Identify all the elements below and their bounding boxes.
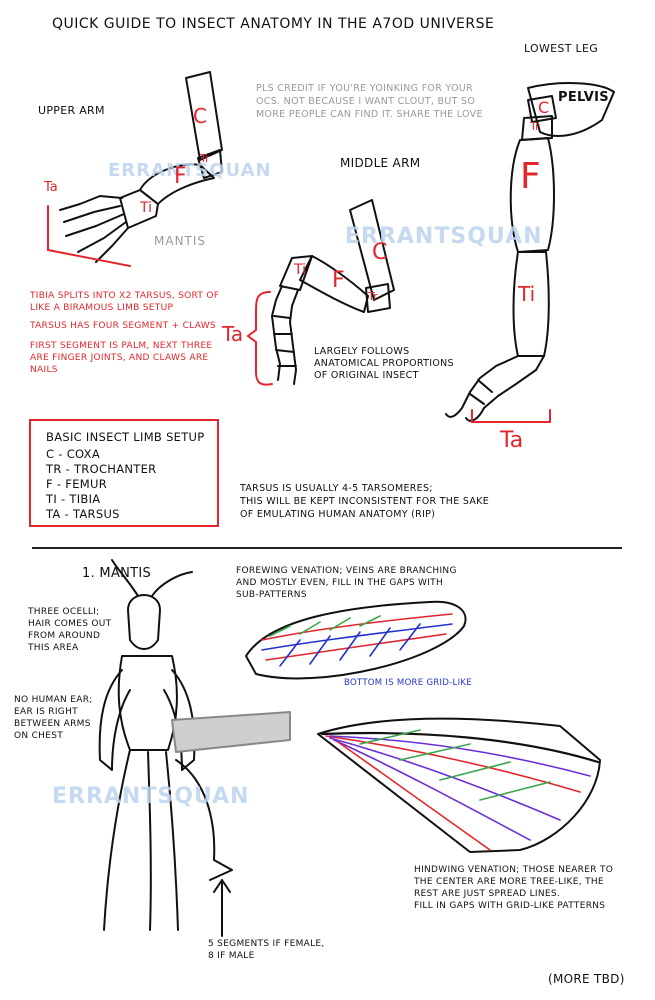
pelvis-label: PELVIS — [558, 90, 609, 105]
upper-arm-trochanter — [197, 149, 223, 179]
upper-arm-tibia — [119, 189, 159, 229]
lowest-leg-tarsus — [445, 355, 545, 422]
watermark-3: ERRANTSQUAN — [52, 784, 250, 809]
upper-arm-ti-label: Ti — [140, 200, 153, 216]
mantis-head — [127, 594, 161, 650]
note-forewing: FOREWING VENATION; VEINS ARE BRANCHING A… — [236, 566, 457, 600]
watermark-2: ERRANTSQUAN — [345, 224, 543, 249]
note-tarsus-segments: TARSUS HAS FOUR SEGMENT + CLAWS — [30, 321, 216, 331]
note-bottom-grid: BOTTOM IS MORE GRID-LIKE — [344, 678, 472, 688]
segments-arrow — [213, 879, 231, 937]
mantis-legs — [103, 749, 179, 931]
upper-arm-f-label: F — [174, 164, 187, 189]
middle-arm-coxa — [349, 199, 395, 301]
middle-arm-c-label: C — [372, 240, 388, 265]
lowest-leg-f-label: F — [520, 156, 541, 197]
limb-box-item-femur: F - FEMUR — [46, 477, 107, 491]
middle-arm-tarsus — [271, 285, 299, 385]
note-no-ear: NO HUMAN EAR; EAR IS RIGHT BETWEEN ARMS … — [14, 695, 93, 741]
note-more-tbd: (MORE TBD) — [548, 972, 625, 986]
mantis-torso — [117, 655, 178, 751]
lowest-leg-c-label: C — [538, 98, 550, 117]
middle-arm-ta-label: Ta — [222, 322, 244, 346]
limb-box-heading: BASIC INSECT LIMB SETUP — [46, 430, 205, 444]
forewing-veins — [261, 613, 453, 667]
ta-brackets — [47, 205, 551, 423]
credit-note: PLS CREDIT IF YOU'RE YOINKING FOR YOUR O… — [256, 83, 483, 120]
middle-arm-ti-label: Ti — [294, 262, 307, 278]
note-tibia-split: TIBIA SPLITS INTO X2 TARSUS, SORT OF LIK… — [30, 291, 220, 313]
lowest-leg-ti-label: Ti — [518, 282, 536, 306]
note-largely-follows: LARGELY FOLLOWS ANATOMICAL PROPORTIONS O… — [314, 346, 454, 381]
lowest-leg-ta-label: Ta — [500, 428, 524, 453]
lowest-leg-femur — [509, 137, 555, 253]
upper-arm-c-label: C — [193, 104, 207, 128]
note-first-segment: FIRST SEGMENT IS PALM, NEXT THREE ARE FI… — [30, 341, 213, 375]
mantis-wing — [171, 711, 291, 753]
lowest-leg-trochanter — [521, 115, 553, 141]
limb-box-item-trochanter: TR - TROCHANTER — [46, 462, 157, 476]
mantis-antenna — [111, 559, 193, 597]
middle-arm-tibia — [279, 255, 313, 291]
limb-box-item-coxa: C - COXA — [46, 447, 100, 461]
mantis-abdomen — [175, 759, 233, 881]
page-title: QUICK GUIDE TO INSECT ANATOMY IN THE A7O… — [52, 16, 495, 32]
mantis-right-arm — [163, 669, 196, 771]
mantis-sketch-label: MANTIS — [154, 234, 207, 248]
middle-arm-tr-label: Tr — [368, 290, 378, 303]
note-tarsomeres: TARSUS IS USUALLY 4-5 TARSOMERES; THIS W… — [240, 483, 490, 520]
upper-arm-tarsus-hand — [59, 195, 129, 263]
label-mantis-section: 1. MANTIS — [82, 566, 152, 581]
watermark-1: ERRANTSQUAN — [108, 160, 272, 181]
hindwing-veins — [320, 729, 600, 851]
label-middle-arm: MIDDLE ARM — [340, 156, 421, 170]
limb-box-frame — [29, 419, 219, 527]
upper-arm-ta-label: Ta — [44, 180, 58, 195]
hindwing-outline — [317, 717, 601, 853]
mantis-left-arm — [98, 669, 131, 771]
lowest-leg-coxa — [527, 95, 557, 123]
middle-arm-trochanter — [365, 283, 391, 313]
note-three-ocelli: THREE OCELLI; HAIR COMES OUT FROM AROUND… — [28, 607, 112, 653]
upper-arm-tr-label: Tr — [200, 152, 210, 165]
note-hindwing: HINDWING VENATION; THOSE NEARER TO THE C… — [414, 865, 614, 911]
lowest-leg-tr-label: Tr — [530, 120, 540, 133]
label-upper-arm: UPPER ARM — [38, 104, 105, 117]
note-segments: 5 SEGMENTS IF FEMALE, 8 IF MALE — [208, 939, 325, 961]
label-lowest-leg: LOWEST LEG — [524, 42, 599, 55]
forewing-outline — [245, 600, 467, 680]
middle-arm-f-label: F — [332, 268, 345, 293]
limb-box-item-tarsus: TA - TARSUS — [46, 507, 120, 521]
upper-arm-coxa — [185, 71, 223, 161]
limb-box-item-tibia: TI - TIBIA — [46, 492, 101, 506]
middle-arm-femur — [299, 255, 369, 313]
